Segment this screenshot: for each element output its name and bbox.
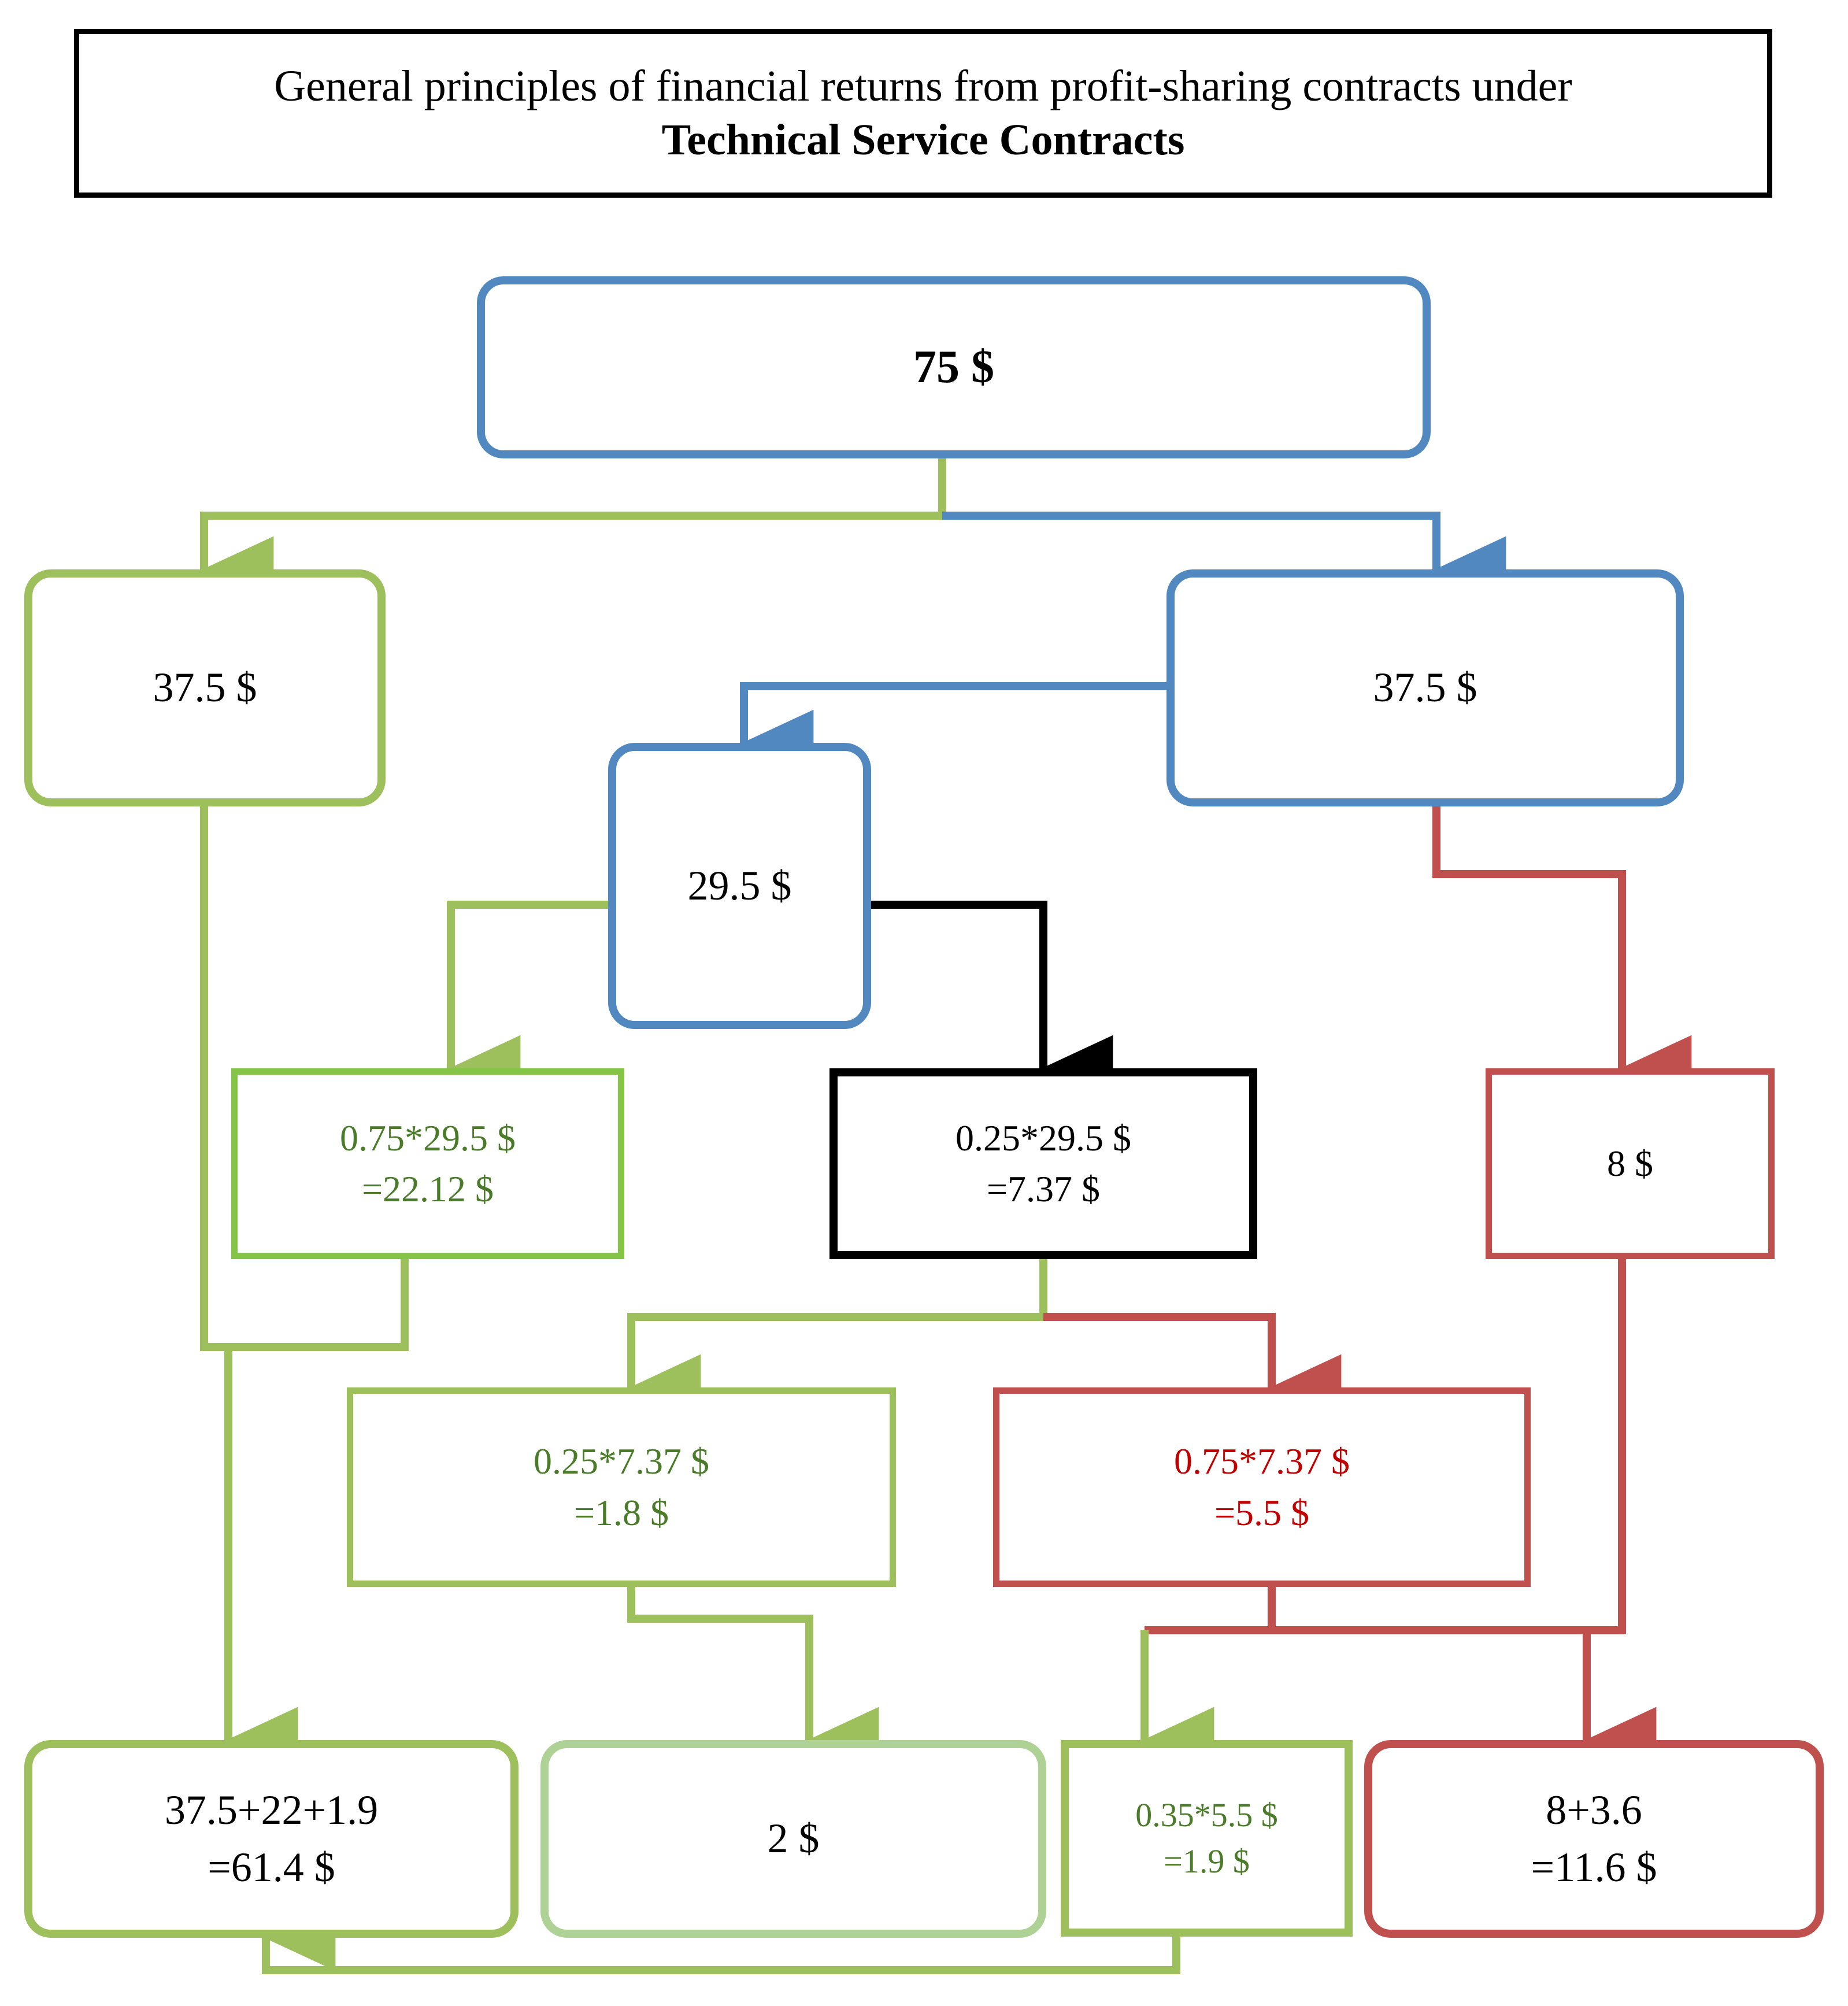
node-8-dollars-line-1: 8 $ (1607, 1142, 1653, 1184)
node-075x737[interactable]: 0.75*7.37 $ =5.5 $ (993, 1387, 1531, 1587)
node-2-dollars[interactable]: 2 $ (540, 1740, 1046, 1938)
node-375-left[interactable]: 37.5 $ (24, 569, 386, 806)
node-025x295[interactable]: 0.25*29.5 $ =7.37 $ (829, 1068, 1257, 1259)
node-116-total-line-2: =11.6 $ (1531, 1844, 1657, 1890)
node-025x295-line-2: =7.37 $ (986, 1168, 1101, 1209)
node-75-line-1: 75 $ (913, 342, 994, 393)
node-2-dollars-line-1: 2 $ (767, 1815, 820, 1862)
node-8-dollars[interactable]: 8 $ (1486, 1068, 1775, 1259)
node-075x295[interactable]: 0.75*29.5 $ =22.12 $ (231, 1068, 624, 1259)
node-614-total[interactable]: 37.5+22+1.9 =61.4 $ (24, 1740, 519, 1938)
node-375-right[interactable]: 37.5 $ (1166, 569, 1684, 806)
node-025x737-line-2: =1.8 $ (573, 1491, 669, 1533)
title-line-1: General principles of financial returns … (274, 62, 1572, 111)
node-116-total-line-1: 8+3.6 (1546, 1786, 1642, 1833)
node-025x737[interactable]: 0.25*7.37 $ =1.8 $ (347, 1387, 896, 1587)
node-075x295-line-1: 0.75*29.5 $ (340, 1117, 516, 1159)
node-295[interactable]: 29.5 $ (608, 743, 871, 1029)
node-614-total-line-1: 37.5+22+1.9 (164, 1786, 379, 1833)
node-025x295-line-1: 0.25*29.5 $ (956, 1117, 1131, 1159)
node-295-line-1: 29.5 $ (687, 862, 792, 909)
node-75-dollars[interactable]: 75 $ (477, 276, 1431, 458)
title-line-2: Technical Service Contracts (661, 116, 1185, 164)
node-035x55-line-1: 0.35*5.5 $ (1135, 1796, 1278, 1834)
node-375-left-line-1: 37.5 $ (153, 664, 257, 711)
node-614-total-line-2: =61.4 $ (208, 1844, 335, 1890)
node-075x737-line-1: 0.75*7.37 $ (1174, 1441, 1350, 1482)
node-116-total[interactable]: 8+3.6 =11.6 $ (1364, 1740, 1824, 1938)
node-025x737-line-1: 0.25*7.37 $ (534, 1441, 709, 1482)
node-075x295-line-2: =22.12 $ (361, 1168, 494, 1209)
node-375-right-line-1: 37.5 $ (1373, 664, 1477, 711)
node-035x55-line-2: =1.9 $ (1164, 1842, 1250, 1880)
node-035x55[interactable]: 0.35*5.5 $ =1.9 $ (1061, 1740, 1353, 1937)
node-075x737-line-2: =5.5 $ (1214, 1491, 1310, 1533)
diagram-title-box: General principles of financial returns … (74, 29, 1772, 198)
